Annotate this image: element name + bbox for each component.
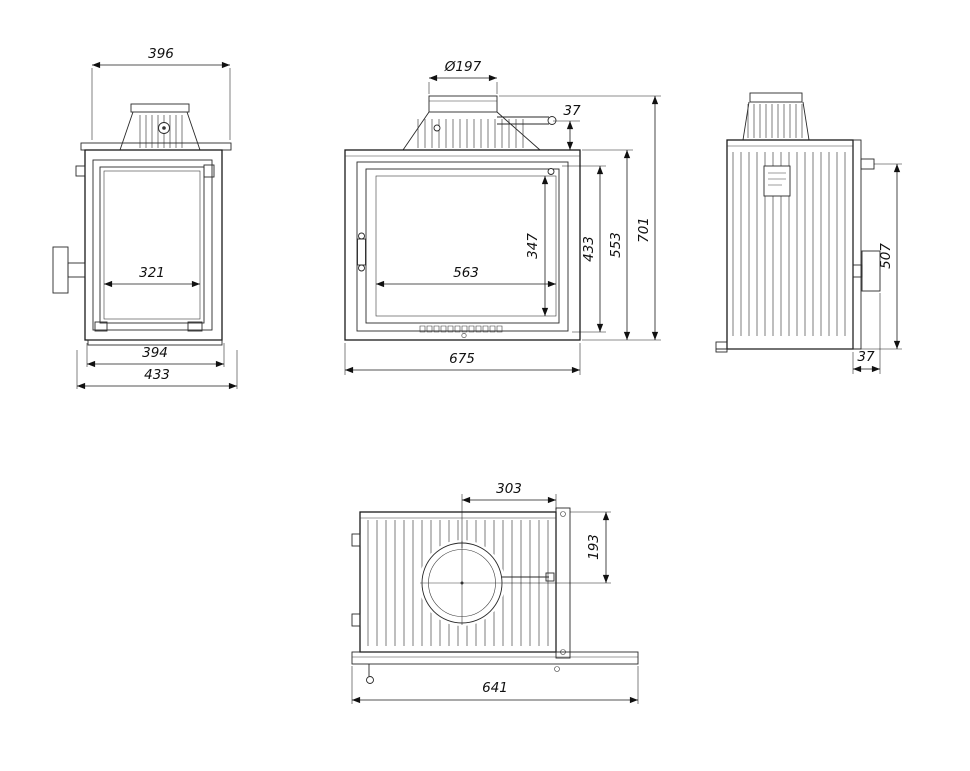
side-glass-depth-dim: 321 [139, 265, 165, 281]
side-door-handle [52, 246, 86, 294]
rear-collar-rim [749, 92, 803, 103]
front-view: Ø197 37 563 347 433 553 701 675 [344, 59, 661, 375]
front-total-height-dim: 701 [636, 217, 652, 243]
front-damper-handle-icon [547, 116, 557, 125]
front-air-grille [419, 325, 503, 338]
front-collar-rim [428, 95, 498, 113]
front-flue-collar [402, 95, 557, 151]
side-total-depth-dim: 433 [144, 367, 170, 383]
side-flue-collar [119, 103, 201, 151]
top-flange-screw-top-icon [560, 511, 566, 517]
front-collar-fins [417, 119, 524, 148]
top-flue-to-frame-dim: 303 [496, 481, 522, 497]
front-handle-bar [357, 238, 366, 266]
top-damper-handle-icon [545, 572, 555, 582]
top-hinge-front [351, 613, 361, 627]
rear-collar-sides [742, 101, 810, 141]
side-top-plate [80, 142, 232, 151]
rear-collar-fins [747, 104, 803, 138]
front-handle-knob-bottom [358, 264, 365, 272]
side-door-frame [92, 159, 213, 331]
side-body-outline [84, 149, 223, 341]
front-collar-bolt-icon [433, 124, 441, 132]
front-dimensions: Ø197 37 563 347 433 553 701 675 [344, 59, 661, 375]
side-handle-grip [52, 246, 69, 294]
rear-top-bracket [860, 158, 875, 170]
rear-dimensions: 507 37 [852, 163, 902, 374]
top-frame-hook-icon [554, 666, 560, 672]
top-chain-ring-icon [366, 676, 374, 684]
side-collar-rim [130, 103, 190, 113]
side-door-inner-frame [99, 166, 205, 324]
front-door-frame [356, 161, 569, 332]
top-hinge-back [351, 533, 361, 547]
front-flue-diameter-dim: Ø197 [444, 59, 482, 75]
side-glass [103, 170, 201, 320]
side-top-depth-dim: 396 [148, 46, 174, 62]
front-collar-sides [402, 111, 541, 151]
front-glass-width-dim: 563 [453, 265, 479, 281]
front-body-width-dim: 675 [449, 351, 475, 367]
top-view: 303 193 641 [351, 481, 639, 704]
side-body-depth-dim: 394 [142, 345, 168, 361]
side-foot-left [94, 321, 108, 332]
front-glass [375, 175, 557, 317]
side-foot-right [187, 321, 203, 332]
front-glass-height-dim: 347 [525, 233, 541, 259]
front-door-height-dim: 433 [581, 236, 597, 262]
front-damper-rod [497, 116, 549, 125]
side-latch [203, 164, 215, 178]
rear-body-height-dim: 507 [878, 243, 894, 269]
side-hinge-top [75, 165, 86, 177]
top-frame-width-dim: 641 [482, 680, 508, 696]
side-handle-stem [67, 262, 86, 278]
front-door-inner-frame [365, 168, 560, 324]
top-dimensions: 303 193 641 [351, 481, 639, 704]
rear-handle-stem [852, 264, 863, 278]
front-handle-knob-top [358, 232, 365, 240]
top-flue-to-back-dim: 193 [586, 534, 602, 560]
rear-handle [852, 250, 881, 292]
front-door-handle [357, 232, 366, 272]
rear-rating-plate [763, 165, 791, 197]
top-flue-opening [419, 540, 505, 626]
top-front-frame-bar [351, 651, 639, 665]
side-dimensions: 396 321 394 433 [76, 46, 238, 390]
side-collar-sides [119, 111, 201, 151]
rear-handle-offset-dim: 37 [857, 349, 875, 365]
front-body-outline [344, 149, 581, 341]
side-base-plate [87, 339, 223, 346]
rear-body-fins [732, 152, 846, 336]
front-body-height-dim: 553 [608, 232, 624, 258]
rear-flue-collar [742, 92, 810, 141]
side-view: 396 321 394 433 [52, 46, 238, 390]
rear-side-flange [852, 139, 862, 350]
top-front-frame [351, 651, 639, 684]
front-damper-offset-dim: 37 [563, 103, 581, 119]
rear-view: 507 37 [715, 92, 902, 374]
front-latch-pin-icon [547, 168, 555, 175]
front-grille-screw-icon [461, 332, 467, 338]
rear-base-lip [715, 341, 728, 353]
side-damper-axle-center [162, 126, 166, 130]
